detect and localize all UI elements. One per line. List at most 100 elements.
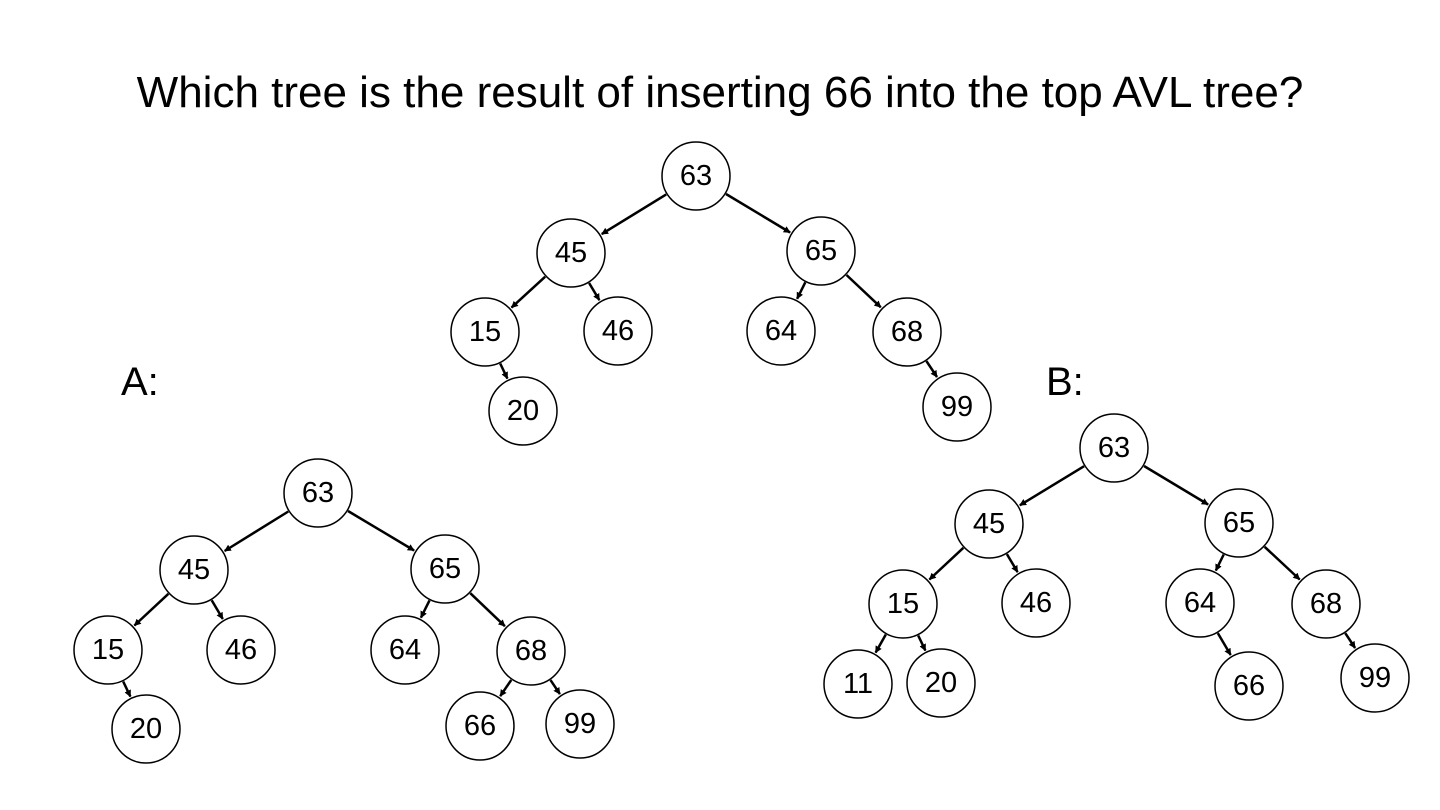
node-63: 63 [1079,413,1149,483]
node-label: 65 [429,553,461,585]
node-label: 45 [555,237,587,269]
node-circle [1001,568,1071,638]
edge-15-20 [917,634,927,652]
node-label: 68 [891,316,923,348]
edge-15-20 [499,362,509,380]
node-circle [1165,568,1235,638]
edge-68-66 [499,679,513,697]
node-circle [450,297,520,367]
node-circle [370,615,440,685]
edge-45-15 [928,546,965,581]
node-label: 68 [515,635,547,667]
node-64: 64 [1165,568,1235,638]
node-circle [445,691,515,761]
node-circle [536,218,606,288]
node-circle [488,376,558,446]
node-circle [206,615,276,685]
edge-15-20 [122,680,132,698]
node-circle [1214,651,1284,721]
node-63: 63 [661,141,731,211]
node-circle [545,689,615,759]
node-20: 20 [488,376,558,446]
edge-68-99 [1344,632,1357,649]
node-label: 64 [765,315,797,347]
node-label: 66 [464,710,496,742]
node-circle [111,694,181,764]
node-68: 68 [496,616,566,686]
edge-65-64 [795,281,807,300]
node-label: 66 [1233,670,1265,702]
edge-64-66 [1216,632,1232,656]
edge-15-11 [874,633,887,654]
edge-63-65 [347,509,415,552]
node-label: 65 [1223,507,1255,539]
node-66: 66 [1214,651,1284,721]
edge-63-45 [601,193,667,236]
node-15: 15 [73,615,143,685]
node-65: 65 [786,216,856,286]
node-circle [73,615,143,685]
node-label: 20 [130,713,162,745]
node-circle [872,297,942,367]
option-b-label: B: [1046,360,1084,404]
node-label: 45 [178,554,210,586]
node-circle [283,458,353,528]
node-label: 63 [302,477,334,509]
edge-63-65 [725,192,791,234]
node-circle [868,569,938,639]
node-circle [1204,488,1274,558]
node-label: 99 [564,708,596,740]
node-circle [410,534,480,604]
node-circle [823,649,893,719]
node-66: 66 [445,691,515,761]
node-circle [661,141,731,211]
node-circle [786,216,856,286]
tree-option-a: 63 45 65 15 46 64 68 20 66 99 [73,458,615,764]
node-label: 99 [1359,662,1391,694]
node-label: 63 [680,160,712,192]
edge-65-64 [419,599,431,619]
edge-65-68 [469,592,506,628]
node-99: 99 [545,689,615,759]
node-label: 46 [1020,587,1052,619]
node-circle [1079,413,1149,483]
node-68: 68 [872,297,942,367]
node-64: 64 [746,296,816,366]
node-label: 46 [225,634,257,666]
node-46: 46 [206,615,276,685]
node-circle [746,296,816,366]
edge-65-68 [845,274,882,309]
node-label: 15 [92,634,124,666]
node-label: 99 [941,391,973,423]
node-circle [922,372,992,442]
node-label: 64 [389,634,421,666]
node-circle [496,616,566,686]
node-63: 63 [283,458,353,528]
node-64: 64 [370,615,440,685]
node-circle [583,296,653,366]
node-label: 20 [925,667,957,699]
node-99: 99 [1340,643,1410,713]
option-a-label: A: [121,360,159,404]
node-11: 11 [823,649,893,719]
edge-65-68 [1263,545,1301,581]
node-99: 99 [922,372,992,442]
node-circle [906,648,976,718]
node-45: 45 [536,218,606,288]
node-46: 46 [583,296,653,366]
edge-45-46 [588,282,601,301]
edge-68-99 [925,360,939,378]
node-label: 15 [887,588,919,620]
node-label: 64 [1184,587,1216,619]
edge-45-15 [510,275,547,309]
node-circle [159,535,229,605]
node-46: 46 [1001,568,1071,638]
edge-45-15 [133,592,170,627]
edge-63-45 [223,510,289,553]
edge-68-99 [549,679,561,695]
node-65: 65 [1204,488,1274,558]
edge-63-45 [1019,465,1085,507]
edge-65-64 [1214,553,1225,572]
